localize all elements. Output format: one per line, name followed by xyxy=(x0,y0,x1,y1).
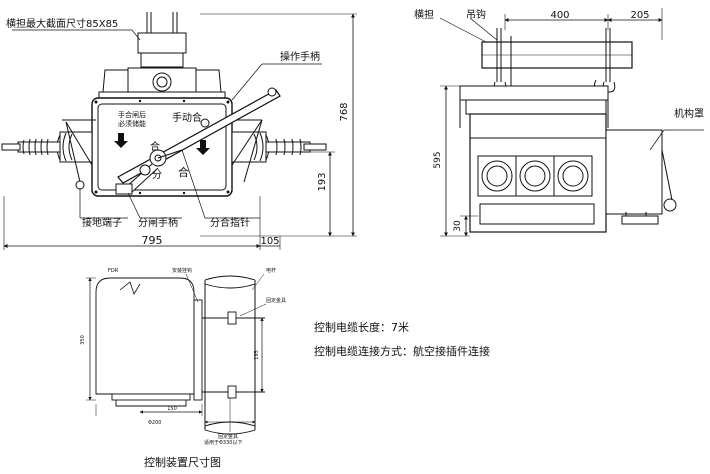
front-view-labels: 横担最大截面尺寸85X85 操作手柄 手合闸后 必须储能 手动合 合 分 合 接… xyxy=(6,17,350,247)
note-cable-connection: 控制电缆连接方式：航空接插件连接 xyxy=(314,345,490,358)
dim-controller-height: 350 xyxy=(80,335,86,345)
mechanism-cover xyxy=(605,129,663,215)
side-bushings xyxy=(477,155,593,197)
dim-pole-diameter: Φ200 xyxy=(148,420,161,426)
label-manual-close: 手动合 xyxy=(172,111,202,124)
label-manual-close-note-1: 手合闸后 xyxy=(118,110,146,119)
side-view xyxy=(439,8,704,237)
open-handle-hub xyxy=(115,149,183,195)
controller-view-labels: FDR 安装挂钩 电杆 固定金具 350 150 195 Φ200 固定金具 适… xyxy=(80,267,286,469)
dim-controller-bracket: 195 xyxy=(254,350,260,360)
label-mount-bracket: 安装挂钩 xyxy=(172,267,192,274)
left-bushing xyxy=(1,131,93,163)
front-view xyxy=(1,12,357,250)
crossarm-clamp xyxy=(137,12,187,68)
dim-front-width: 795 xyxy=(142,234,163,247)
label-mechanism-cover: 机构罩 xyxy=(674,107,704,120)
dim-front-low-height: 193 xyxy=(317,172,328,191)
fdr-cabinet xyxy=(95,277,195,395)
label-open-handle: 分闸手柄 xyxy=(138,216,178,229)
hooks xyxy=(493,28,616,95)
dim-hook-spacing: 400 xyxy=(550,10,569,21)
label-fixing-note: 适用于Φ330以下 xyxy=(204,439,242,446)
dim-controller-width: 150 xyxy=(167,406,177,412)
dim-side-bottom: 30 xyxy=(453,220,463,232)
label-hook: 吊钩 xyxy=(466,9,486,21)
label-crossarm-size: 横担最大截面尺寸85X85 xyxy=(6,17,118,30)
label-manual-close-note-2: 必须储能 xyxy=(118,119,146,128)
label-pole: 电杆 xyxy=(266,267,276,274)
dim-front-offset: 105 xyxy=(260,236,279,247)
dim-overhang: 205 xyxy=(630,10,649,21)
label-fixing-fitting: 固定金具 xyxy=(266,297,286,304)
note-cable-length: 控制电缆长度：7米 xyxy=(314,321,409,334)
side-view-labels: 横担 吊钩 400 205 机构罩 595 30 xyxy=(414,8,704,232)
dim-front-height: 768 xyxy=(339,102,350,121)
label-open: 分 xyxy=(152,169,162,181)
label-close-1: 合 xyxy=(150,140,160,153)
dim-side-height: 595 xyxy=(433,151,443,168)
label-operating-handle: 操作手柄 xyxy=(280,50,320,63)
ground-terminal xyxy=(75,180,85,190)
main-housing xyxy=(91,97,233,197)
label-fdr: FDR xyxy=(108,268,119,274)
label-crossarm: 横担 xyxy=(414,8,434,21)
label-close-2: 合 xyxy=(178,165,189,179)
label-ground-terminal: 接地端子 xyxy=(82,216,122,229)
label-open-close-pointer: 分合指针 xyxy=(210,216,250,229)
controller-view xyxy=(86,273,267,435)
controller-caption: 控制装置尺寸图 xyxy=(144,455,221,469)
right-bushing xyxy=(231,131,327,163)
label-fixing-bottom: 固定金具 xyxy=(218,433,238,440)
